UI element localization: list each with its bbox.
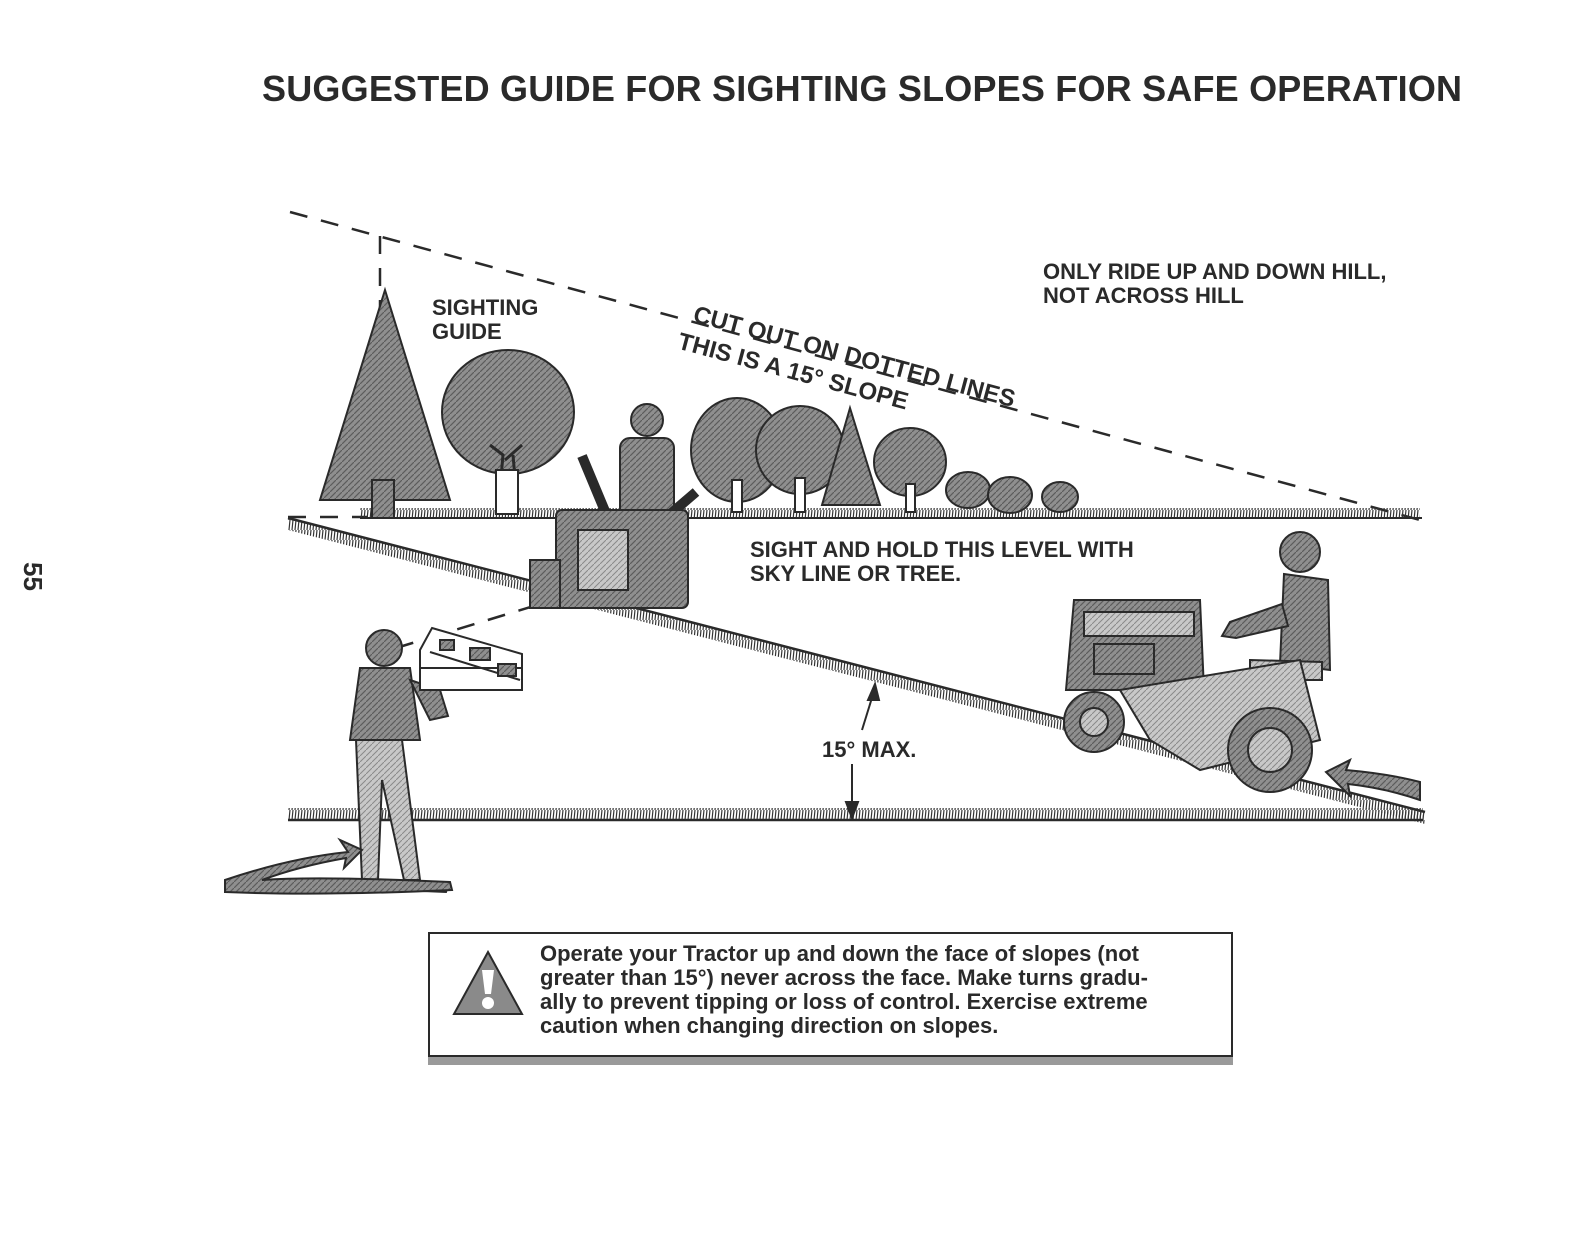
warning-box: Operate your Tractor up and down the fac… bbox=[428, 932, 1233, 1057]
leafy-tree bbox=[441, 349, 575, 515]
evergreen-tree bbox=[318, 286, 452, 519]
direction-arrow-left bbox=[224, 837, 454, 895]
person-with-guide bbox=[348, 626, 523, 894]
warning-text: Operate your Tractor up and down the fac… bbox=[540, 941, 1148, 1038]
sighting-guide-line-2: GUIDE bbox=[432, 319, 502, 344]
lower-ground bbox=[288, 808, 1423, 822]
sighting-guide-label: SIGHTING GUIDE bbox=[432, 296, 538, 344]
direction-arrow-right bbox=[1324, 757, 1421, 802]
distant-tractor bbox=[529, 403, 700, 609]
max-angle-label: 15° MAX. bbox=[822, 737, 917, 762]
upper-ground bbox=[360, 508, 1422, 519]
warning-triangle-icon bbox=[452, 950, 524, 1015]
ride-instruction-line-2: NOT ACROSS HILL bbox=[1043, 283, 1244, 308]
background-trees bbox=[690, 397, 1079, 514]
sight-instruction-line-1: SIGHT AND HOLD THIS LEVEL WITH bbox=[750, 537, 1134, 562]
sighting-guide-line-1: SIGHTING bbox=[432, 295, 539, 320]
sight-instruction-line-2: SKY LINE OR TREE. bbox=[750, 561, 962, 586]
riding-tractor bbox=[1063, 531, 1332, 793]
page-title: SUGGESTED GUIDE FOR SIGHTING SLOPES FOR … bbox=[262, 68, 1463, 109]
ride-instruction-line-1: ONLY RIDE UP AND DOWN HILL, bbox=[1043, 259, 1387, 284]
ride-instruction: ONLY RIDE UP AND DOWN HILL, NOT ACROSS H… bbox=[1043, 260, 1386, 308]
angle-marker bbox=[844, 680, 881, 821]
sight-instruction: SIGHT AND HOLD THIS LEVEL WITH SKY LINE … bbox=[750, 538, 1134, 586]
